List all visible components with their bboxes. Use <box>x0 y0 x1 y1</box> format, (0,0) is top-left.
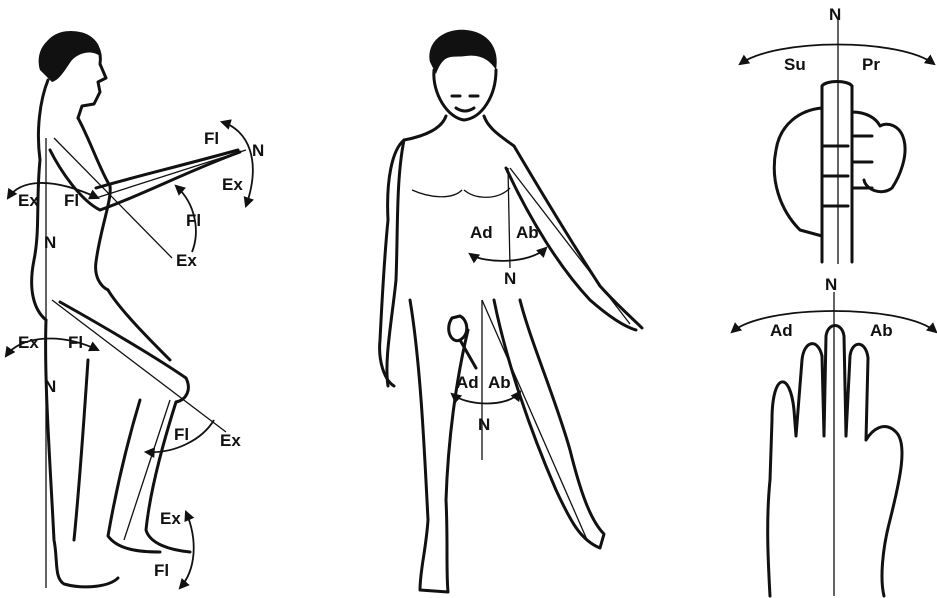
fist-supination-label: Su <box>784 55 806 74</box>
side-figure-chest <box>78 118 110 290</box>
side-figure-hair <box>39 32 101 82</box>
front-figure-chest <box>412 188 510 197</box>
hip-neutral-label: N <box>44 377 56 396</box>
arm-neutral-label: N <box>252 141 264 160</box>
arm-flexion-label: Fl <box>204 129 219 148</box>
side-figure: Fl N Ex Ex Fl Fl Ex N Ex Fl N Fl Ex Ex F… <box>6 32 264 588</box>
shoulder-flexion-label: Fl <box>64 191 79 210</box>
front-shoulder-adduction-label: Ad <box>470 223 493 242</box>
front-hip-arc <box>452 392 520 404</box>
front-shoulder-arc <box>470 248 546 261</box>
front-figure-torso <box>380 116 514 386</box>
front-shoulder-axis-line <box>508 168 510 268</box>
knee-extension-label: Ex <box>220 431 241 450</box>
ankle-extension-label: Ex <box>160 509 181 528</box>
ankle-flexion-label: Fl <box>154 561 169 580</box>
fist-outline <box>774 108 905 236</box>
front-shoulder-abduction-label: Ab <box>516 223 539 242</box>
fist-finger-lines <box>822 146 848 206</box>
front-figure-legs <box>410 300 604 592</box>
front-figure-hair <box>429 30 496 74</box>
fist-diagram: N Su Pr <box>740 5 934 264</box>
front-hip-adduction-label: Ad <box>456 373 479 392</box>
front-figure-face <box>434 70 496 120</box>
hand-diagram: N Ad Ab <box>732 275 936 596</box>
hand-abduction-label: Ab <box>870 321 893 340</box>
hand-adduction-label: Ad <box>770 321 793 340</box>
fist-rod <box>822 82 852 263</box>
hip-axis-line <box>52 300 226 432</box>
front-figure: Ad Ab N Ad Ab N <box>380 30 642 592</box>
front-arm-axis-line <box>510 168 630 324</box>
fist-pronation-label: Pr <box>862 55 880 74</box>
hip-extension-label: Ex <box>18 333 39 352</box>
elbow-flexion-label: Fl <box>186 211 201 230</box>
fist-rotation-arc <box>740 45 934 65</box>
fist-neutral-label: N <box>829 5 841 24</box>
hand-neutral-label: N <box>825 275 837 294</box>
front-hip-abduction-label: Ab <box>488 373 511 392</box>
side-figure-back-leg <box>46 320 118 587</box>
arm-extension-label: Ex <box>222 175 243 194</box>
trunk-neutral-label: N <box>44 233 56 252</box>
hip-flexion-label: Fl <box>68 333 83 352</box>
shoulder-extension-label: Ex <box>18 191 39 210</box>
front-leg-axis-line <box>482 300 588 542</box>
front-hip-neutral-label: N <box>478 415 490 434</box>
front-shoulder-neutral-label: N <box>504 269 516 288</box>
hand-outline <box>768 326 902 597</box>
knee-flexion-label: Fl <box>174 425 189 444</box>
side-figure-thigh <box>60 302 188 402</box>
elbow-extension-label: Ex <box>176 251 197 270</box>
